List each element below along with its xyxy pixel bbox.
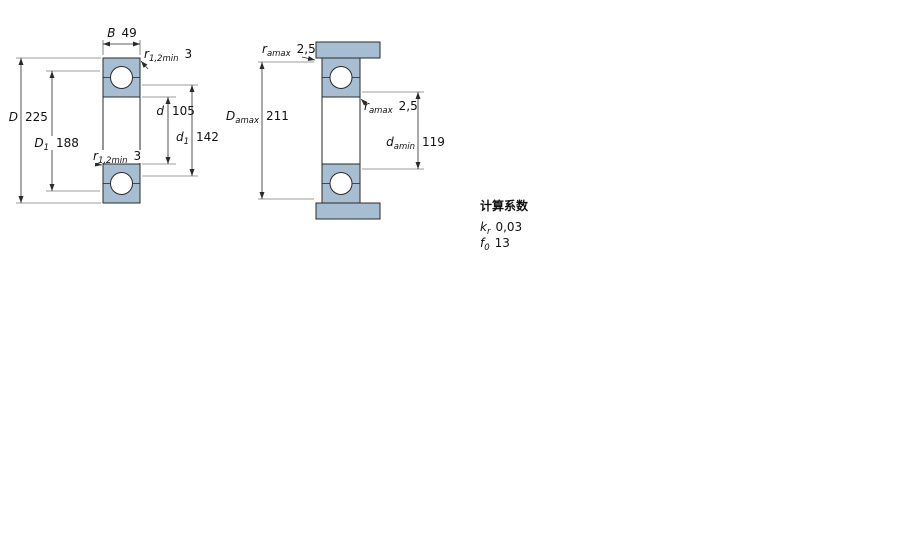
shaft-section-bottom [315, 202, 381, 220]
dim-Da-value: 211 [266, 109, 289, 123]
bottom-ball [110, 172, 133, 195]
dim-d: d 105 [142, 96, 195, 165]
dim-da-value: 119 [422, 135, 445, 149]
dim-d1-value: 142 [196, 130, 219, 144]
dim-D-value: 225 [25, 110, 48, 124]
bottom-ball-right [329, 172, 353, 195]
dim-D1: D1 188 [34, 70, 100, 192]
dim-D: D 225 [9, 57, 101, 204]
housing-section-top [315, 41, 381, 59]
dim-d-value: 105 [172, 104, 195, 118]
dim-D1-value: 188 [56, 136, 79, 150]
dim-D1-label: D1 [34, 136, 49, 153]
dim-D-label: D [9, 110, 18, 124]
dim-da: damin 119 [362, 91, 445, 170]
dim-d-label: d [156, 104, 164, 118]
dim-d1: d1 142 [142, 84, 219, 177]
dim-Da: Damax 211 [226, 61, 314, 200]
top-ball [110, 66, 133, 89]
top-ball-right [329, 66, 353, 89]
dim-Da-label: Damax [226, 109, 260, 126]
dim-d1-label: d1 [176, 130, 189, 147]
calculation-factors-title: 计算系数 [480, 198, 529, 213]
dim-da-label: damin [386, 135, 415, 152]
